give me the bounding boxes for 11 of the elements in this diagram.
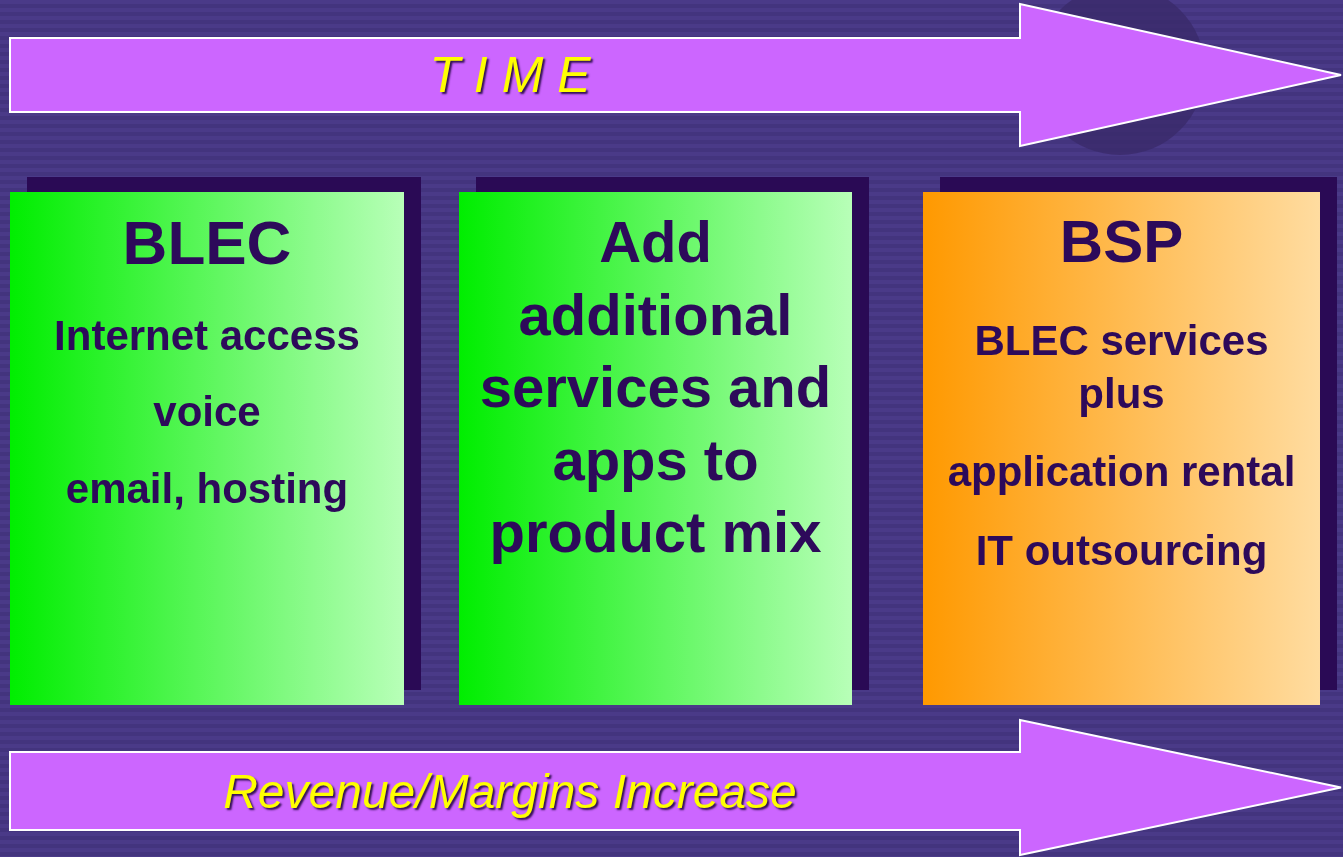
card-heading: BSP — [1058, 207, 1185, 277]
card-text: IT outsourcing — [974, 525, 1269, 576]
card-text: email, hosting — [64, 463, 350, 514]
card-text: application rental — [946, 447, 1297, 497]
card-heading: BLEC — [121, 207, 293, 279]
arrow-label: T I M E — [428, 46, 592, 105]
card-text: voice — [152, 387, 262, 437]
arrow-label: Revenue/Margins Increase — [222, 763, 798, 820]
card-text: BLEC services plus — [973, 316, 1270, 419]
card-heading: Add additional services and apps to product mix — [478, 208, 833, 566]
card-text: Internet access — [53, 310, 361, 361]
